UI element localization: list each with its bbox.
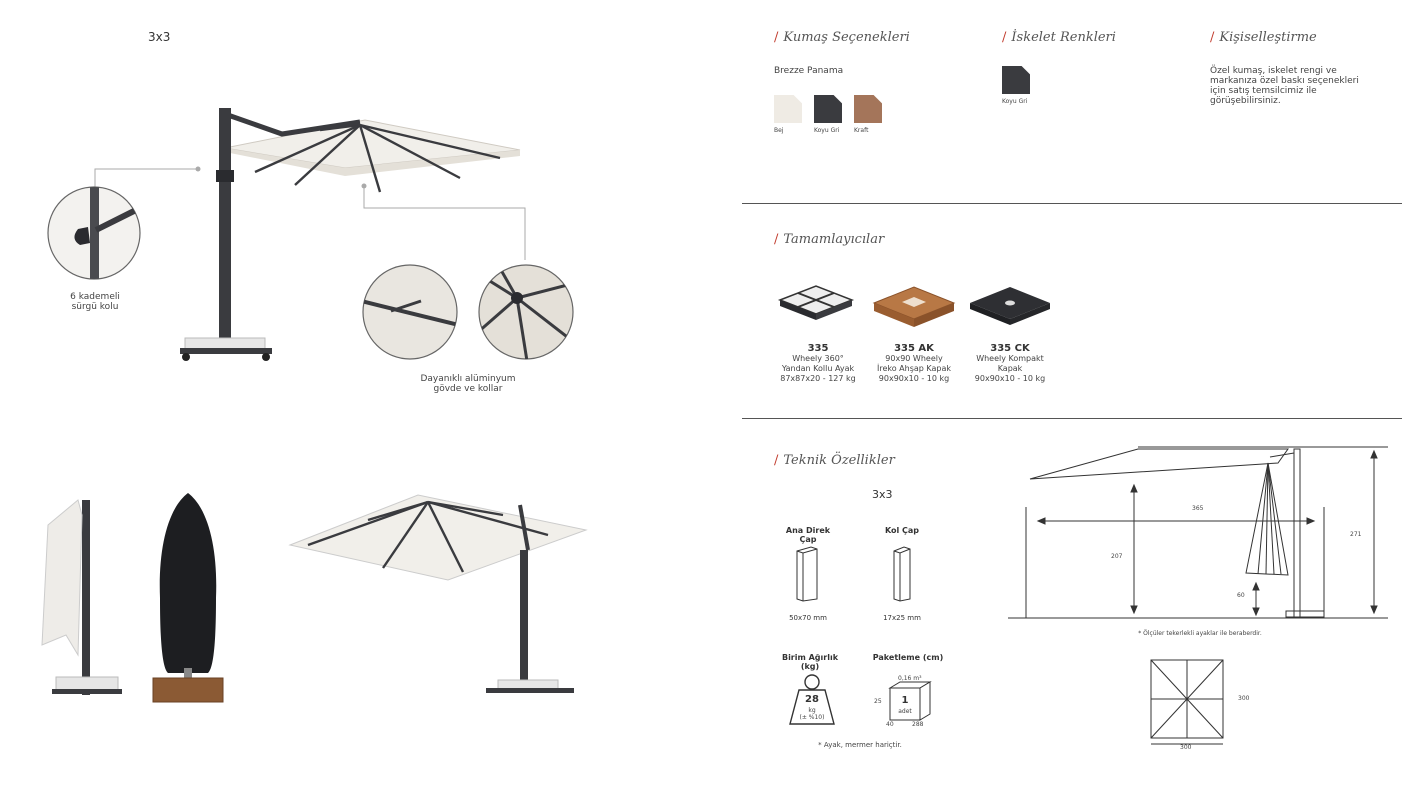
dims-note: * Ölçüler tekerlekli ayaklar ile beraber…	[1138, 630, 1262, 637]
fabric-section-title: /Kumaş Seçenekleri	[774, 30, 910, 45]
swatch-color	[1002, 66, 1030, 94]
accessories-section-title: /Tamamlayıcılar	[774, 232, 885, 247]
frame-colors-section-title: /İskelet Renkleri	[1002, 30, 1116, 45]
tech-section-title: /Teknik Özellikler	[774, 453, 895, 468]
divider-1	[742, 203, 1402, 204]
package-count: 1	[901, 695, 909, 706]
main-pole-value: 50x70 mm	[789, 614, 827, 622]
main-pole-profile-icon	[796, 546, 818, 602]
arm-value: 17x25 mm	[883, 614, 921, 622]
accessory-code: 335 AK	[894, 343, 934, 354]
dim-207: 207	[1111, 553, 1123, 560]
closed-umbrella-illustration	[41, 499, 122, 695]
frame-zoom-circle-2	[478, 264, 574, 360]
dim-60: 60	[1237, 592, 1245, 599]
package-label: Paketleme (cm)	[872, 653, 944, 662]
weight-icon	[789, 674, 835, 725]
top-view-width: 300	[1180, 744, 1192, 751]
accessory-code: 335	[807, 343, 829, 354]
top-view-drawing	[1150, 659, 1224, 745]
package-unit: adet	[898, 708, 912, 715]
title-slash-icon: /	[774, 232, 779, 247]
accessory-335-image	[777, 285, 855, 320]
swatch-label: Koyu Gri	[1002, 98, 1028, 105]
swatch-item: Koyu Gri	[814, 95, 854, 134]
tech-size: 3x3	[872, 488, 893, 501]
dim-271: 271	[1350, 531, 1362, 538]
main-pole-label: Ana Direk Çap	[785, 526, 831, 544]
dim-365: 365	[1192, 505, 1204, 512]
frame-callout-line	[361, 183, 526, 260]
swatch-item: Koyu Gri	[1002, 66, 1042, 105]
frame-callout-text: Dayanıklı alüminyum gövde ve kollar	[420, 374, 516, 394]
swatch-label: Kraft	[854, 127, 869, 134]
main-umbrella-illustration	[180, 108, 521, 361]
frame-swatch-list: Koyu Gri	[1002, 66, 1042, 105]
swatch-color	[814, 95, 842, 123]
open-umbrella-illustration	[288, 494, 588, 693]
top-view-height: 300	[1238, 695, 1250, 702]
swatch-label: Koyu Gri	[814, 127, 840, 134]
frame-zoom-circle-1	[362, 264, 458, 360]
package-volume: 0,16 m³	[898, 675, 922, 682]
swatch-label: Bej	[774, 127, 784, 134]
package-icon	[888, 681, 932, 721]
accessory-desc: Wheely 360° Yandan Kollu Ayak 87x87x20 -…	[780, 354, 856, 383]
swatch-color	[854, 95, 882, 123]
title-slash-icon: /	[1002, 30, 1007, 45]
swatch-item: Kraft	[854, 95, 894, 134]
covered-umbrella-illustration	[152, 493, 224, 703]
package-height: 25	[874, 698, 882, 705]
arm-profile-icon	[893, 546, 911, 602]
weight-note: * Ayak, mermer hariçtir.	[818, 741, 902, 749]
swatch-item: Bej	[774, 95, 814, 134]
crank-zoom-circle	[47, 186, 141, 280]
divider-2	[742, 418, 1402, 419]
title-slash-icon: /	[774, 453, 779, 468]
custom-section-title: /Kişiselleştirme	[1210, 30, 1317, 45]
title-slash-icon: /	[774, 30, 779, 45]
custom-text: Özel kumaş, iskelet rengi ve markanıza ö…	[1210, 66, 1359, 106]
weight-value: 28	[805, 694, 819, 705]
fabric-subtitle: Brezze Panama	[774, 66, 844, 76]
package-width: 40	[886, 721, 894, 728]
crank-callout-text: 6 kademeli sürgü kolu	[70, 292, 120, 312]
weight-unit: kg	[808, 707, 816, 714]
side-dimension-drawing	[1008, 446, 1388, 619]
title-slash-icon: /	[1210, 30, 1215, 45]
fabric-swatch-list: Bej Koyu Gri Kraft	[774, 95, 894, 134]
accessory-desc: Wheely Kompakt Kapak 90x90x10 - 10 kg	[974, 354, 1046, 383]
accessory-desc: 90x90 Wheely İreko Ahşap Kapak 90x90x10 …	[876, 354, 952, 383]
top-size-label: 3x3	[148, 30, 171, 44]
crank-callout-line	[94, 166, 201, 188]
weight-label: Birim Ağırlık (kg)	[781, 653, 839, 671]
accessory-335ak-image	[872, 286, 956, 327]
swatch-color	[774, 95, 802, 123]
weight-tolerance: (± %10)	[799, 714, 825, 721]
accessory-335ck-image	[970, 287, 1050, 325]
arm-label: Kol Çap	[884, 526, 920, 535]
package-length: 288	[912, 721, 924, 728]
accessory-code: 335 CK	[990, 343, 1030, 354]
